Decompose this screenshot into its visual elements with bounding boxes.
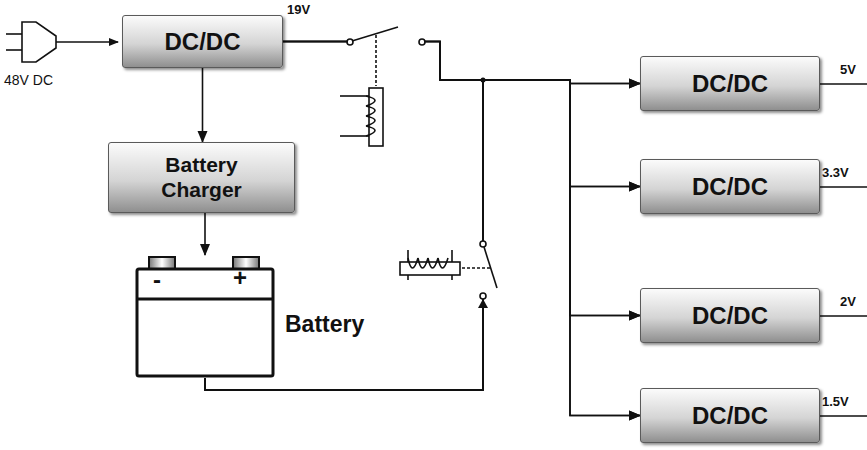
input-voltage: 48V DC bbox=[4, 72, 53, 88]
dc-dc-converter: DC/DC bbox=[640, 288, 820, 343]
output-voltage: 3.3V bbox=[822, 165, 849, 180]
dc-dc-converter: DC/DC bbox=[640, 56, 820, 111]
wire-connector bbox=[202, 68, 204, 142]
battery-charger: Battery Charger bbox=[108, 142, 295, 213]
box-text: Battery Charger bbox=[127, 153, 277, 201]
output-voltage: 5V bbox=[840, 62, 856, 77]
wire-connector bbox=[283, 42, 640, 416]
relay-coil bbox=[340, 88, 383, 146]
box-text: DC/DC bbox=[165, 28, 241, 56]
output-wire bbox=[820, 84, 867, 416]
junction-dot bbox=[481, 78, 486, 83]
box-text: DC/DC bbox=[692, 402, 768, 430]
box-text: DC/DC bbox=[692, 302, 768, 330]
battery-terminal: + bbox=[233, 264, 247, 292]
box-text: DC/DC bbox=[692, 70, 768, 98]
battery-terminal: - bbox=[153, 266, 161, 294]
wire-connector bbox=[283, 42, 640, 84]
output-voltage: 1.5V bbox=[822, 394, 849, 409]
output-voltage: 2V bbox=[840, 294, 856, 309]
power-plug bbox=[6, 22, 118, 62]
wire-connector bbox=[283, 42, 640, 316]
dc-dc-converter: DC/DC bbox=[640, 159, 820, 214]
wire-connector bbox=[204, 213, 206, 255]
dc-dc-converter: DC/DC bbox=[640, 388, 820, 443]
bus-voltage: 19V bbox=[287, 2, 310, 17]
box-text: DC/DC bbox=[692, 173, 768, 201]
relay-switch bbox=[347, 27, 425, 86]
wire-connector bbox=[283, 42, 640, 187]
node-label: Battery bbox=[285, 311, 364, 338]
relay-switch bbox=[462, 241, 497, 299]
dc-dc-converter: DC/DC bbox=[122, 15, 283, 68]
battery: Battery bbox=[135, 255, 385, 378]
relay-coil bbox=[400, 250, 460, 280]
